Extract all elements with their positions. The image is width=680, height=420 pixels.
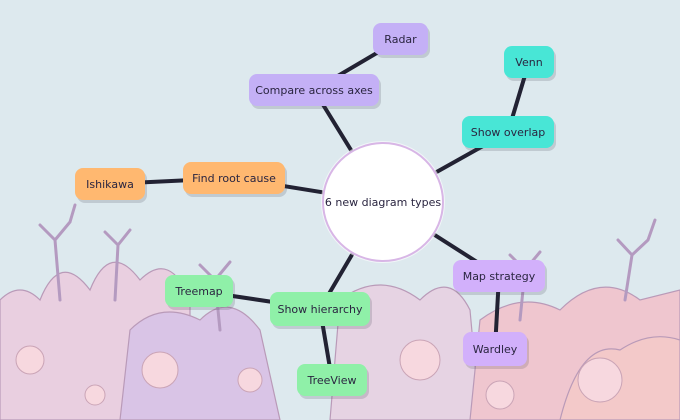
node-radar[interactable]: Radar — [373, 23, 428, 55]
node-compare-across-axes[interactable]: Compare across axes — [249, 74, 379, 106]
node-label: Find root cause — [192, 171, 276, 185]
node-label: Wardley — [472, 342, 518, 356]
node-map-strategy[interactable]: Map strategy — [453, 260, 545, 292]
node-wardley[interactable]: Wardley — [463, 332, 527, 366]
node-ishikawa[interactable]: Ishikawa — [75, 168, 145, 200]
node-label: Treemap — [175, 284, 223, 298]
central-topic-label: 6 new diagram types — [324, 195, 442, 209]
node-treemap[interactable]: Treemap — [165, 275, 233, 307]
central-topic[interactable]: 6 new diagram types — [322, 142, 444, 262]
node-label: Radar — [384, 32, 417, 46]
node-label: Map strategy — [462, 269, 536, 283]
node-label: Compare across axes — [255, 83, 373, 97]
node-show-hierarchy[interactable]: Show hierarchy — [270, 292, 370, 326]
node-treeview[interactable]: TreeView — [297, 364, 367, 396]
node-label: Show overlap — [470, 125, 546, 139]
node-label: Venn — [515, 55, 543, 69]
node-label: Show hierarchy — [277, 302, 363, 316]
node-find-root-cause[interactable]: Find root cause — [183, 162, 285, 194]
node-venn[interactable]: Venn — [504, 46, 554, 78]
node-show-overlap[interactable]: Show overlap — [462, 116, 554, 148]
node-label: Ishikawa — [86, 177, 134, 191]
node-label: TreeView — [307, 373, 357, 387]
